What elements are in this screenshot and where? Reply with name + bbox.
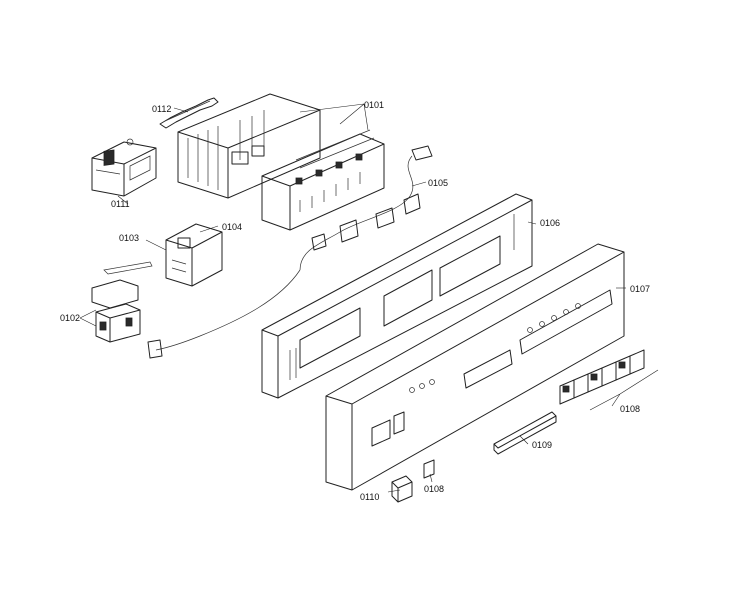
label-0111: 0111 <box>111 199 130 209</box>
label-0112: 0112 <box>152 104 171 114</box>
part-labels: 0112 0101 0111 0103 0104 0105 0106 0107 … <box>60 100 650 502</box>
part-0102-door-lock[interactable] <box>91 279 141 343</box>
label-0102: 0102 <box>60 313 80 323</box>
part-0108-single-button[interactable] <box>423 459 435 479</box>
label-0109: 0109 <box>532 440 552 450</box>
label-0101: 0101 <box>364 100 384 110</box>
label-0110: 0110 <box>360 492 379 502</box>
part-0106-control-frame[interactable] <box>261 193 533 399</box>
part-0109-trim-strip[interactable] <box>493 411 557 455</box>
label-0107: 0107 <box>630 284 650 294</box>
label-0104: 0104 <box>222 222 242 232</box>
label-0103: 0103 <box>119 233 139 243</box>
label-0106: 0106 <box>540 218 560 228</box>
part-0110-knob[interactable] <box>391 475 413 503</box>
label-0108-buttons: 0108 <box>620 404 640 414</box>
part-0111-display-module[interactable] <box>91 138 157 197</box>
part-0103-wire-clip[interactable] <box>103 261 153 275</box>
part-0104-bracket[interactable] <box>165 223 223 287</box>
part-0108-push-buttons[interactable] <box>559 349 645 405</box>
part-0107-front-panel[interactable] <box>325 243 625 491</box>
label-0108-single: 0108 <box>424 484 444 494</box>
part-0112-ribbon-cable[interactable] <box>159 97 219 129</box>
part-0105-wire-harness[interactable] <box>147 145 433 359</box>
part-0101-control-board[interactable] <box>177 93 385 231</box>
leader-lines <box>79 103 659 493</box>
label-0105: 0105 <box>428 178 448 188</box>
